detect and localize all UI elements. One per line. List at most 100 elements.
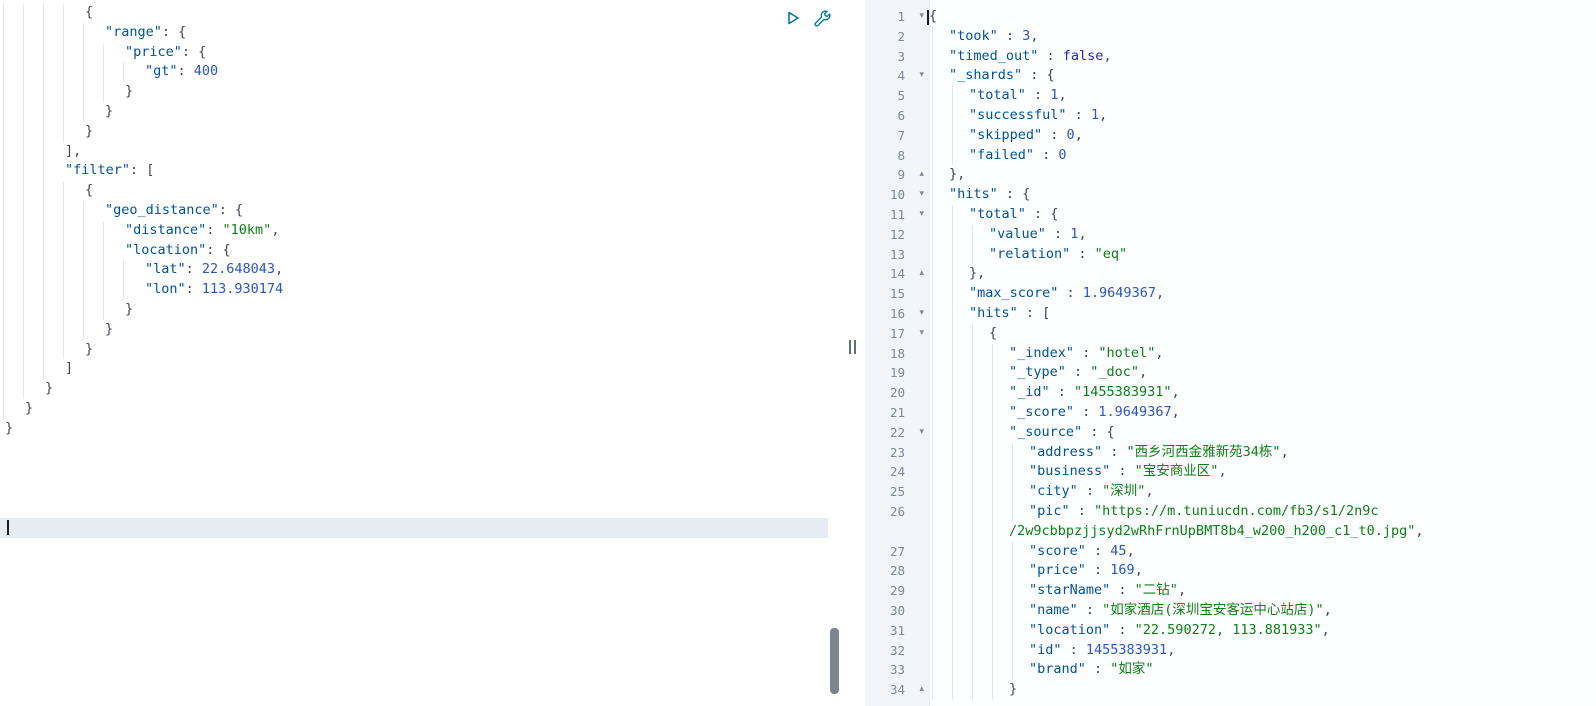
code-token: }	[85, 340, 94, 357]
code-token: "name"	[1029, 601, 1078, 618]
response-line: 12"value" : 1,	[865, 224, 1596, 245]
fold-toggle-icon[interactable]: ▴	[919, 169, 924, 180]
editor-line[interactable]: }	[0, 379, 845, 399]
response-line: 10▾"hits" : {	[865, 185, 1596, 205]
code-token: }	[1009, 681, 1018, 698]
response-line: 34▴}	[865, 680, 1596, 700]
editor-line[interactable]: }	[0, 82, 845, 102]
response-line: 25"city" : "深圳",	[865, 482, 1596, 502]
code-token: "id"	[1029, 641, 1062, 658]
line-number: 18	[889, 345, 905, 361]
indent-guides	[932, 383, 1012, 403]
line-text: "hits" : [	[969, 304, 1050, 324]
line-text: }	[125, 82, 133, 102]
fold-toggle-icon[interactable]: ▾	[919, 189, 924, 200]
editor-line[interactable]: }	[0, 339, 845, 360]
request-editor[interactable]: {"range": {"price": {"gt": 400}}}],"filt…	[0, 0, 845, 538]
editor-line[interactable]: ]	[0, 359, 845, 380]
editor-line[interactable]: }	[0, 419, 845, 439]
indent-guides	[3, 3, 83, 23]
fold-toggle-icon[interactable]: ▾	[919, 426, 924, 437]
response-line-text: },	[929, 264, 1596, 285]
panel-divider-handle[interactable]	[849, 340, 859, 354]
code-token: ,	[1134, 562, 1143, 579]
response-output: 1▾{2"took" : 3,3"timed_out" : false,4▾"_…	[865, 0, 1596, 700]
code-token: }	[5, 419, 14, 436]
fold-toggle-icon[interactable]: ▾	[919, 307, 924, 318]
editor-line[interactable]: "location": {	[0, 240, 845, 261]
line-number: 14▴	[865, 264, 929, 284]
code-token: :	[1025, 87, 1051, 104]
indent-guides	[932, 541, 1032, 562]
editor-line[interactable]: "gt": 400	[0, 62, 845, 83]
code-token: :	[1038, 47, 1063, 64]
fold-toggle-icon[interactable]: ▴	[919, 684, 924, 695]
editor-line[interactable]	[0, 498, 845, 518]
fold-toggle-icon[interactable]: ▾	[919, 208, 924, 219]
settings-button[interactable]	[812, 8, 832, 28]
editor-active-line[interactable]	[0, 517, 828, 538]
editor-line[interactable]: ],	[0, 141, 845, 162]
code-token: "brand"	[1029, 661, 1086, 678]
line-number: 7	[897, 127, 905, 143]
response-line-text: "timed_out" : false,	[929, 46, 1596, 67]
editor-line[interactable]: {	[0, 181, 845, 201]
editor-line[interactable]: }	[0, 299, 845, 320]
editor-line[interactable]: "distance": "10km",	[0, 220, 845, 241]
line-text: {	[85, 181, 93, 201]
fold-toggle-icon[interactable]: ▴	[919, 268, 924, 279]
code-token: "如家酒店(深圳宝安客运中心站店)"	[1102, 601, 1324, 618]
indent-guides	[932, 561, 1032, 582]
editor-line[interactable]: "geo_distance": {	[0, 200, 845, 221]
code-token: "eq"	[1094, 245, 1128, 262]
line-number: 26	[889, 503, 905, 519]
code-token: "starName"	[1029, 582, 1111, 599]
editor-line[interactable]: }	[0, 398, 845, 419]
response-line-text: "pic" : "https://m.tuniucdn.com/fb3/s1/2…	[929, 501, 1596, 522]
code-token: "二钻"	[1134, 582, 1178, 599]
editor-line[interactable]	[0, 439, 845, 459]
code-token: : {	[1025, 205, 1059, 222]
line-text: ]	[65, 359, 73, 379]
code-token: :	[177, 63, 194, 80]
indent-guides	[3, 101, 103, 122]
text-cursor	[7, 520, 9, 536]
code-token: "_source"	[1009, 423, 1083, 440]
editor-line[interactable]: }	[0, 101, 845, 122]
code-token: :	[1058, 285, 1083, 302]
fold-toggle-icon[interactable]: ▾	[919, 327, 924, 338]
response-line-text: "value" : 1,	[929, 224, 1596, 245]
wrench-icon	[813, 9, 831, 27]
code-token: "_type"	[1009, 364, 1066, 381]
indent-guides	[932, 501, 1032, 522]
editor-line[interactable]: }	[0, 121, 845, 142]
code-token: :	[1061, 641, 1086, 658]
line-number: 13	[889, 246, 905, 262]
editor-line[interactable]: "filter": [	[0, 161, 845, 182]
editor-line[interactable]: "range": {	[0, 22, 845, 43]
editor-line[interactable]	[0, 458, 845, 478]
line-text: "took" : 3,	[949, 27, 1038, 47]
fold-toggle-icon[interactable]: ▾	[919, 11, 924, 21]
editor-line[interactable]: {	[0, 3, 845, 23]
response-line: 17▾{	[865, 323, 1596, 344]
response-line: /2w9cbbpzjjsyd2wRhFrnUpBMT8b4_w200_h200_…	[865, 521, 1596, 542]
line-text: "lon": 113.930174	[145, 280, 283, 300]
response-line: 4▾"_shards" : {	[865, 66, 1596, 87]
response-line: 31"location" : "22.590272, 113.881933",	[865, 620, 1596, 641]
response-line-text: "starName" : "二钻",	[929, 581, 1596, 601]
response-line: 30"name" : "如家酒店(深圳宝安客运中心站店)",	[865, 600, 1596, 621]
fold-toggle-icon[interactable]: ▾	[919, 70, 924, 81]
response-line: 16▾"hits" : [	[865, 303, 1596, 324]
line-text: "total" : {	[969, 205, 1058, 225]
editor-line[interactable]: }	[0, 319, 845, 340]
editor-line[interactable]: "lon": 113.930174	[0, 280, 845, 300]
editor-scrollbar-thumb[interactable]	[830, 628, 839, 694]
editor-line[interactable]: "lat": 22.648043,	[0, 260, 845, 281]
line-number: 17▾	[865, 324, 929, 344]
request-editor-panel[interactable]: {"range": {"price": {"gt": 400}}}],"filt…	[0, 0, 845, 706]
editor-line[interactable]: "price": {	[0, 42, 845, 63]
editor-line[interactable]	[0, 478, 845, 498]
send-request-button[interactable]	[783, 8, 803, 28]
response-line-text: "id" : 1455383931,	[929, 640, 1596, 661]
